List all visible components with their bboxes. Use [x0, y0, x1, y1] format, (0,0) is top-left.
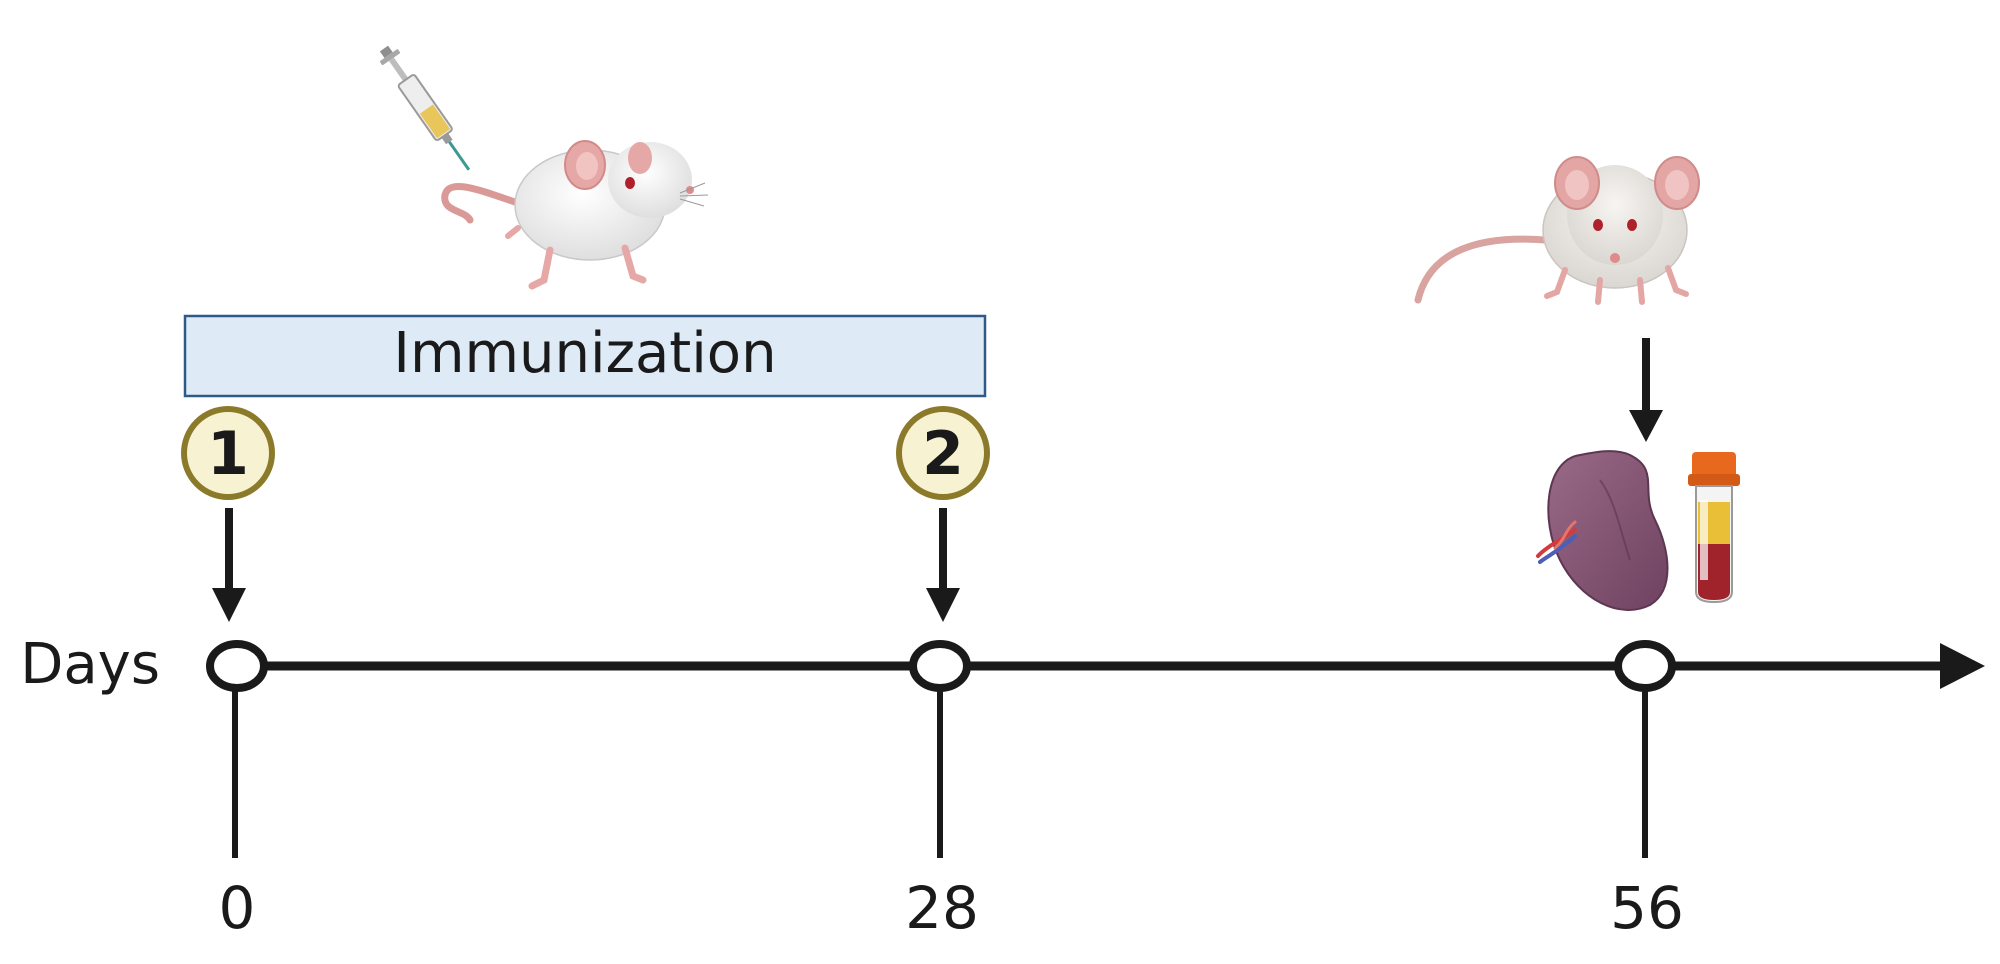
sampling-arrow: [1629, 338, 1663, 442]
mouse-injection-icon: [379, 45, 709, 290]
timepoint-node: [1614, 640, 1676, 858]
timeline-arrowhead: [1940, 643, 1985, 689]
timepoint-node: [909, 640, 971, 858]
day-label: 56: [1610, 874, 1684, 942]
dose-number: 2: [922, 419, 964, 489]
dose-arrow-1: [212, 508, 246, 622]
axis-label: Days: [20, 632, 160, 697]
mouse-icon: [1414, 156, 1700, 305]
day-label: 28: [905, 874, 979, 942]
dose-number: 1: [207, 419, 249, 489]
timeline-axis: [260, 643, 1985, 689]
dose-marker-1: 1: [181, 406, 275, 500]
phase-label: Immunization: [393, 321, 776, 386]
blood-tube-icon: [1688, 452, 1740, 604]
immunization-phase: Immunization: [183, 314, 987, 398]
dose-arrow-2: [926, 508, 960, 622]
dose-marker-2: 2: [896, 406, 990, 500]
timepoint-node: [206, 640, 268, 858]
day-label: 0: [219, 874, 256, 942]
spleen-icon: [1536, 450, 1669, 611]
